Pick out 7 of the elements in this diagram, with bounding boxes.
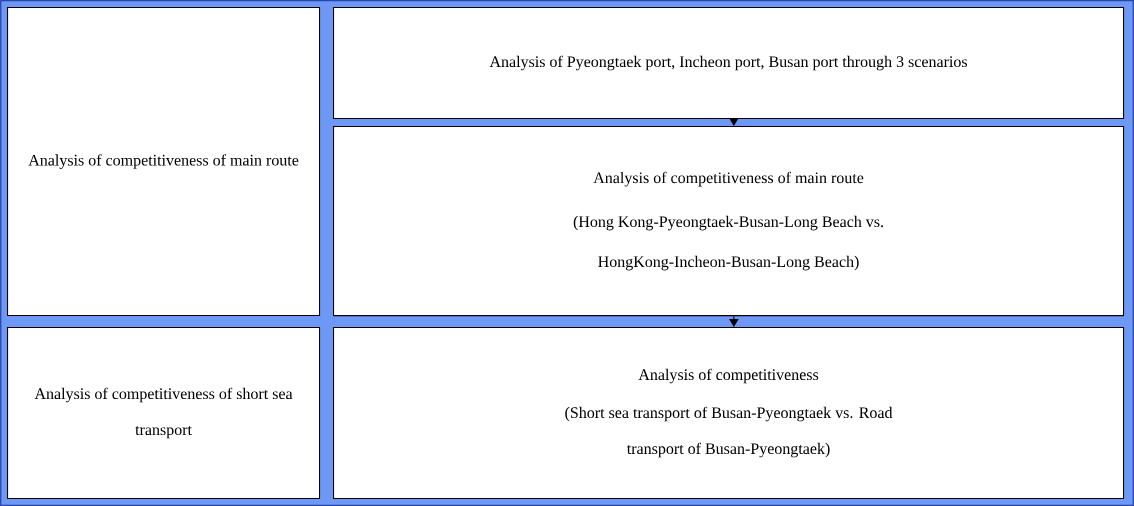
process-box: Analysis of competitiveness of main route (Hong Kong-Pyeongtaek-Busan-Long Beach vs. HongKong-Incheon-Busan-Long Beach): [333, 126, 1125, 317]
arrow: [729, 117, 739, 126]
process-box: Analysis of competitiveness of short sea transport: [7, 327, 321, 499]
process-box: Analysis of competitiveness of main route: [7, 7, 321, 317]
process-box: Analysis of Pyeongtaek port, Incheon port, Busan port through 3 scenarios: [333, 7, 1125, 119]
arrow: [729, 315, 739, 327]
process-box: Analysis of competitiveness (Short sea transport of Busan-Pyeongtaek vs. Road transport of Busan-Pyeongtaek): [333, 327, 1125, 499]
